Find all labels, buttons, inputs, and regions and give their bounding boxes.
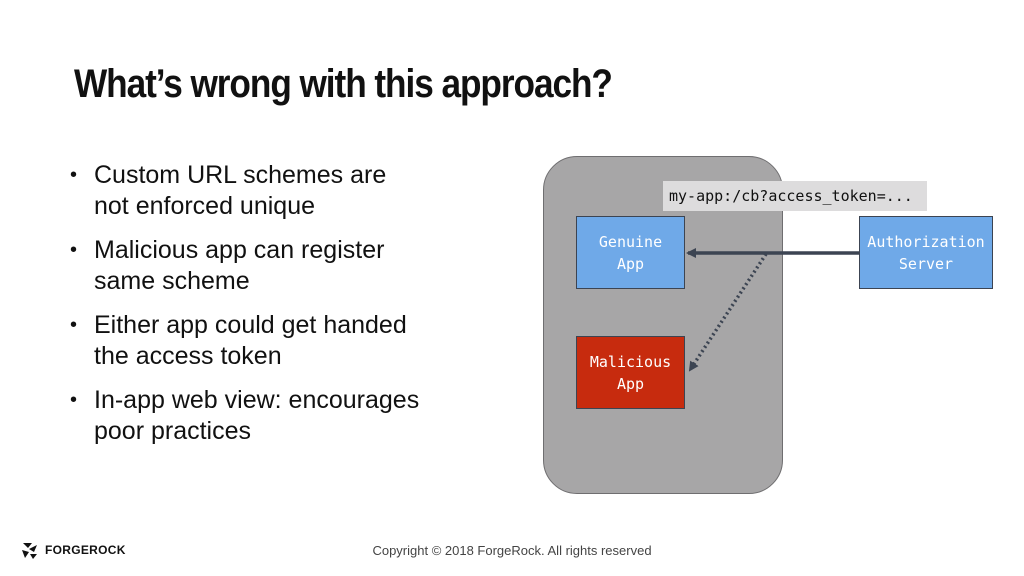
bullet-item: • Either app could get handed the access… <box>70 310 520 372</box>
bullet-text: Malicious app can register same scheme <box>94 236 385 295</box>
forgerock-logo: FORGEROCK <box>20 540 126 560</box>
genuine-app-box: Genuine App <box>576 216 685 289</box>
authorization-server-box: Authorization Server <box>859 216 993 289</box>
logo-text: FORGEROCK <box>45 543 126 557</box>
bullet-list: • Custom URL schemes are not enforced un… <box>70 160 520 460</box>
bullet-item: • Malicious app can register same scheme <box>70 235 520 297</box>
bullet-text: In-app web view: encourages poor practic… <box>94 386 420 445</box>
copyright-footer: Copyright © 2018 ForgeRock. All rights r… <box>372 543 652 558</box>
bullet-dot-icon: • <box>70 164 78 186</box>
bullet-text: Either app could get handed the access t… <box>94 311 407 370</box>
bullet-dot-icon: • <box>70 314 78 336</box>
forgerock-logo-icon <box>22 543 37 559</box>
bullet-item: • Custom URL schemes are not enforced un… <box>70 160 520 222</box>
bullet-text: Custom URL schemes are not enforced uniq… <box>94 161 387 220</box>
malicious-app-box: Malicious App <box>576 336 685 409</box>
slide-title: What’s wrong with this approach? <box>74 62 613 106</box>
bullet-dot-icon: • <box>70 389 78 411</box>
redirect-url-label: my-app:/cb?access_token=... <box>663 181 927 211</box>
bullet-item: • In-app web view: encourages poor pract… <box>70 385 520 447</box>
bullet-dot-icon: • <box>70 239 78 261</box>
